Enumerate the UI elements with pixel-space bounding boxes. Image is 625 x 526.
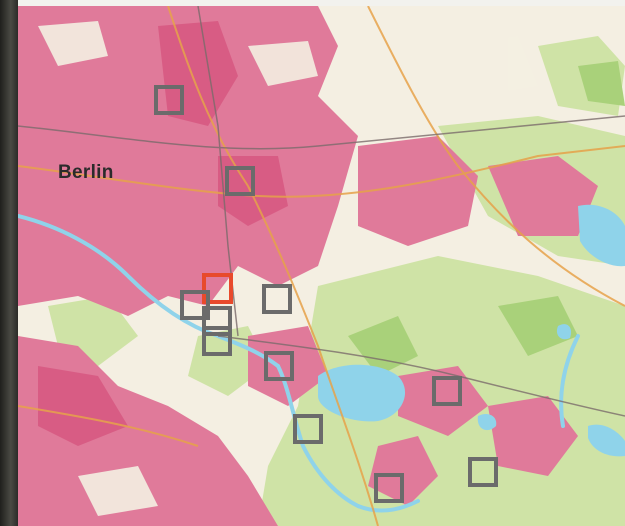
- open-land-patches: [38, 21, 538, 516]
- site-marker-10[interactable]: [432, 376, 462, 406]
- left-border-strip: [0, 0, 18, 526]
- site-marker-5[interactable]: [202, 306, 232, 336]
- site-marker-9[interactable]: [293, 414, 323, 444]
- city-label-berlin: Berlin: [58, 162, 114, 183]
- site-marker-1[interactable]: [154, 85, 184, 115]
- rivers: [18, 214, 580, 513]
- site-marker-11[interactable]: [468, 457, 498, 487]
- top-border-strip: [18, 0, 625, 6]
- site-marker-6[interactable]: [202, 326, 232, 356]
- roads: [18, 6, 625, 526]
- map-canvas: [18, 6, 625, 526]
- site-marker-2[interactable]: [225, 166, 255, 196]
- site-marker-12[interactable]: [374, 473, 404, 503]
- site-marker-7[interactable]: [262, 284, 292, 314]
- urban-dense-areas: [38, 21, 288, 446]
- forest-dark-areas: [348, 61, 625, 376]
- site-marker-3-selected[interactable]: [202, 273, 233, 304]
- site-marker-8[interactable]: [264, 351, 294, 381]
- site-marker-4[interactable]: [180, 290, 210, 320]
- water-bodies: [318, 204, 625, 457]
- map-view[interactable]: Berlin: [18, 6, 625, 526]
- site-markers: [154, 85, 498, 503]
